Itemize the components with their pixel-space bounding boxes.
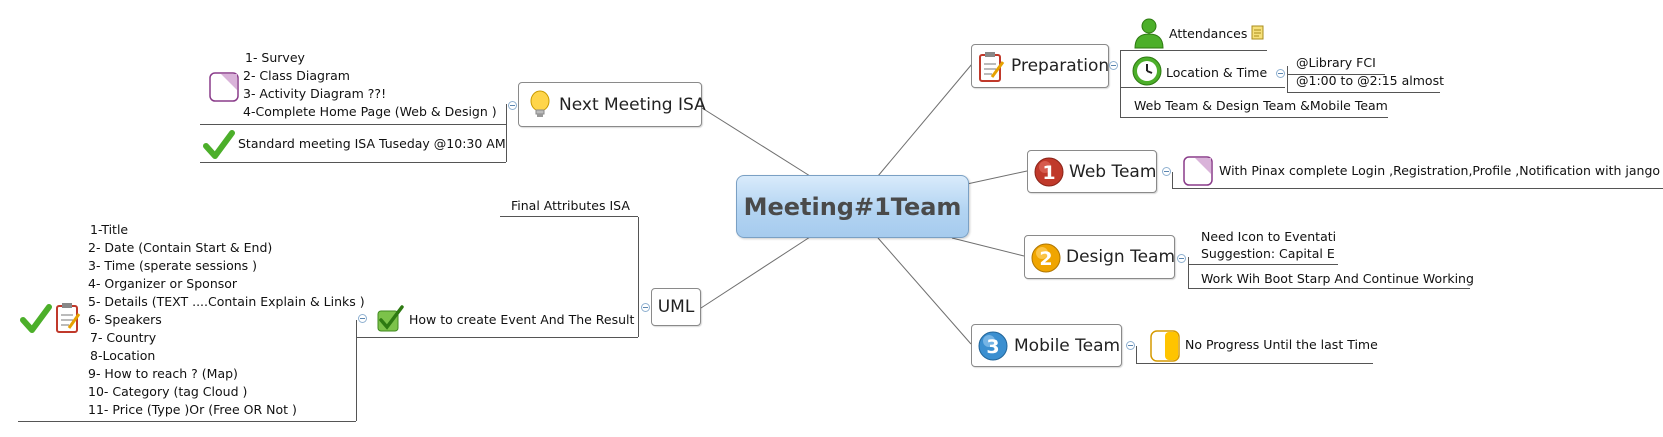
clipboard-task-icon — [56, 303, 81, 333]
collapse-toggle-uml[interactable] — [641, 303, 650, 312]
central-topic[interactable]: Meeting#1Team — [736, 175, 969, 238]
connector-web-team — [966, 170, 1028, 185]
topic-preparation[interactable]: Preparation — [971, 44, 1109, 88]
collapse-toggle-mobile-team[interactable] — [1126, 341, 1135, 350]
next-meeting-standard-underline — [200, 162, 506, 163]
uml-attribute-1: 1-Title — [90, 222, 129, 237]
priority-1-icon: 1 — [1034, 157, 1064, 187]
uml-attribute-11: 11- Price (Type )Or (Free OR Not ) — [88, 402, 297, 417]
next-meeting-divider — [200, 124, 506, 125]
uml-how-to-create: How to create Event And The Result — [409, 312, 635, 327]
preparation-teams-underline — [1120, 117, 1388, 118]
connector-uml — [700, 236, 811, 309]
uml-attribute-6: 6- Speakers — [88, 312, 162, 327]
mobile-team-note: No Progress Until the last Time — [1185, 337, 1378, 352]
collapse-toggle-next-meeting[interactable] — [508, 101, 517, 110]
check-box-icon — [377, 305, 404, 332]
preparation-attendances-underline — [1120, 50, 1267, 51]
web-team-note-underline — [1172, 188, 1663, 189]
next-meeting-note-4: 4-Complete Home Page (Web & Design ) — [243, 104, 497, 119]
topic-web-team[interactable]: 1 Web Team — [1027, 150, 1157, 193]
uml-attribute-9: 9- How to reach ? (Map) — [88, 366, 238, 381]
lightbulb-icon — [530, 90, 550, 117]
topic-mobile-team[interactable]: 3 Mobile Team — [971, 324, 1122, 367]
uml-final-attributes: Final Attributes ISA — [511, 198, 630, 213]
note-icon — [1183, 156, 1213, 186]
next-meeting-bracket — [506, 104, 507, 162]
design-team-suggestion-underline — [1188, 264, 1338, 265]
collapse-toggle-preparation[interactable] — [1109, 61, 1118, 70]
uml-attribute-5: 5- Details (TEXT ....Contain Explain & L… — [88, 294, 365, 309]
connector-mobile-team — [877, 237, 972, 345]
checkmark-icon — [203, 130, 235, 159]
preparation-location-time: Location & Time — [1166, 65, 1268, 80]
design-team-bracket — [1188, 257, 1189, 288]
mobile-team-note-underline — [1136, 363, 1373, 364]
preparation-library-underline — [1287, 74, 1385, 75]
preparation-library: @Library FCI — [1296, 55, 1376, 70]
design-team-work-underline — [1188, 288, 1470, 289]
topic-design-team[interactable]: 2 Design Team — [1024, 235, 1175, 279]
preparation-location-underline — [1120, 87, 1285, 88]
uml-attribute-8: 8-Location — [90, 348, 156, 363]
user-icon — [1134, 18, 1164, 49]
priority-3-icon: 3 — [978, 331, 1008, 361]
next-meeting-note-1: 1- Survey — [245, 50, 305, 65]
clock-icon — [1132, 56, 1162, 86]
design-team-suggestion: Suggestion: Capital E — [1201, 246, 1335, 261]
priority-2-label: 2 — [1039, 248, 1052, 270]
uml-attribute-10: 10- Category (tag Cloud ) — [88, 384, 248, 399]
uml-bracket — [638, 217, 639, 337]
uml-attributes-bracket — [356, 320, 357, 421]
topic-uml-label: UML — [657, 297, 695, 317]
priority-2-icon: 2 — [1031, 243, 1061, 273]
topic-web-team-label: Web Team — [1069, 161, 1157, 182]
preparation-bracket — [1120, 50, 1121, 117]
next-meeting-standard: Standard meeting ISA Tuseday @10:30 AM — [238, 136, 506, 151]
next-meeting-note-3: 3- Activity Diagram ??! — [243, 86, 387, 101]
topic-preparation-label: Preparation — [1011, 56, 1110, 76]
design-team-need-icon: Need Icon to Eventati — [1201, 229, 1337, 244]
connector-design-team — [951, 237, 1025, 257]
location-time-bracket — [1287, 66, 1288, 92]
priority-1-label: 1 — [1042, 162, 1055, 184]
topic-design-team-label: Design Team — [1066, 247, 1176, 267]
uml-how-to-underline — [356, 337, 638, 338]
collapse-toggle-location-time[interactable] — [1276, 69, 1285, 78]
preparation-teams: Web Team & Design Team &Mobile Team — [1134, 98, 1388, 113]
web-team-bracket — [1172, 172, 1173, 188]
uml-attribute-7: 7- Country — [90, 330, 157, 345]
note-icon — [209, 72, 239, 102]
note-icon — [1251, 25, 1264, 40]
design-team-work: Work Wih Boot Starp And Continue Working — [1201, 271, 1474, 286]
topic-next-meeting-label: Next Meeting ISA — [559, 94, 706, 115]
central-topic-label: Meeting#1Team — [743, 192, 962, 221]
preparation-attendances: Attendances — [1169, 26, 1248, 41]
topic-uml[interactable]: UML — [651, 288, 701, 326]
uml-attribute-3: 3- Time (sperate sessions ) — [88, 258, 258, 273]
checkmark-icon — [20, 304, 52, 333]
preparation-time: @1:00 to @2:15 almost — [1296, 73, 1444, 88]
priority-3-label: 3 — [986, 336, 999, 358]
uml-attribute-4: 4- Organizer or Sponsor — [88, 276, 238, 291]
collapse-toggle-design-team[interactable] — [1177, 254, 1186, 263]
half-progress-icon — [1150, 330, 1180, 362]
web-team-note: With Pinax complete Login ,Registration,… — [1219, 163, 1661, 178]
next-meeting-note-2: 2- Class Diagram — [243, 68, 350, 83]
connector-next-meeting — [701, 107, 811, 177]
uml-final-attributes-underline — [500, 216, 638, 217]
clipboard-task-icon — [979, 52, 1005, 82]
preparation-time-underline — [1287, 92, 1440, 93]
collapse-toggle-uml-how-to[interactable] — [358, 314, 367, 323]
collapse-toggle-web-team[interactable] — [1162, 167, 1171, 176]
topic-mobile-team-label: Mobile Team — [1014, 335, 1121, 356]
connector-preparation — [877, 63, 973, 177]
topic-next-meeting[interactable]: Next Meeting ISA — [518, 82, 706, 127]
uml-attributes-underline — [18, 421, 356, 422]
uml-attribute-2: 2- Date (Contain Start & End) — [88, 240, 273, 255]
mobile-team-bracket — [1136, 346, 1137, 363]
